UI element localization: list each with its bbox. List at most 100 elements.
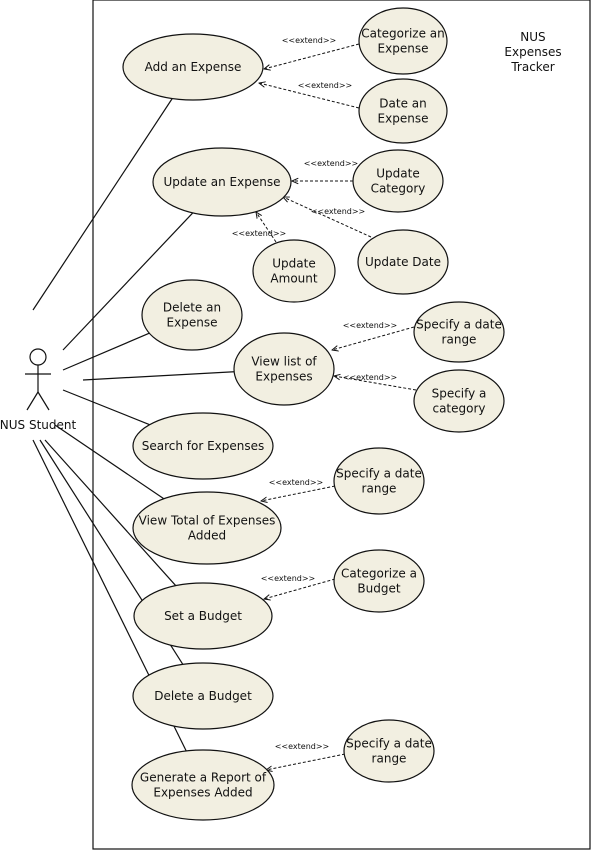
use-case-label: Set a Budget <box>164 609 242 623</box>
use-case-set-budget[interactable]: Set a Budget <box>133 582 273 650</box>
use-case-ellipse <box>358 78 448 144</box>
extend-label-cat_budget: <<extend>> <box>261 574 316 583</box>
use-case-update[interactable]: Update an Expense <box>152 147 292 217</box>
use-case-upd-date[interactable]: Update Date <box>357 229 449 295</box>
extend-arrow-upd_amt <box>256 212 277 243</box>
association-view_list <box>82 371 235 381</box>
use-case-ellipse <box>333 447 425 515</box>
extend-relations: <<extend>> <<extend>> <<extend>> <<extend>>… <box>232 36 417 770</box>
use-case-label: Categorize an <box>361 27 445 41</box>
association-update <box>62 212 194 351</box>
use-case-label: Expense <box>167 316 218 330</box>
actor-right-leg <box>37 391 50 411</box>
use-case-label: range <box>442 333 477 347</box>
extend-label-vt_date: <<extend>> <box>269 478 324 487</box>
use-case-label: Specify a date <box>416 318 502 332</box>
association-view_total <box>54 424 165 500</box>
system-title-line-1: NUS <box>520 30 545 44</box>
use-case-label: View list of <box>251 355 317 369</box>
extend-label-vl_cat: <<extend>> <box>343 373 398 382</box>
use-case-label: Expenses <box>255 370 312 384</box>
use-case-ellipse <box>333 549 425 613</box>
system-title-line-3: Tracker <box>510 60 554 74</box>
use-case-label: Update <box>272 257 315 271</box>
use-case-ellipse <box>413 301 505 363</box>
system-boundary <box>92 0 591 850</box>
association-search <box>62 389 150 426</box>
use-case-label: Expense <box>378 42 429 56</box>
use-case-ellipse <box>141 279 243 351</box>
use-case-ellipse <box>357 229 449 295</box>
use-case-ellipse <box>131 749 275 821</box>
use-case-label: Delete a Budget <box>154 689 252 703</box>
extend-label-upd_date: <<extend>> <box>311 207 366 216</box>
extend-arrow-vl_cat <box>334 376 417 391</box>
use-case-label: category <box>432 402 485 416</box>
actor-nus-student[interactable]: NUS Student <box>0 348 77 432</box>
extend-arrow-cat_exp <box>264 43 360 69</box>
use-case-label: Expenses Added <box>153 786 252 800</box>
use-case-add[interactable]: Add an Expense <box>122 33 264 101</box>
use-case-ellipse <box>152 147 292 217</box>
use-case-label: Delete an <box>163 301 221 315</box>
use-case-label: Update an Expense <box>164 175 281 189</box>
actor-left-leg <box>26 391 39 411</box>
use-case-ellipse <box>132 662 274 730</box>
use-case-label: Category <box>371 182 426 196</box>
extend-arrow-vl_date <box>332 326 415 350</box>
use-case-label: Budget <box>357 582 400 596</box>
use-case-ellipse <box>133 582 273 650</box>
use-case-ellipse <box>358 7 448 75</box>
extend-label-date_exp: <<extend>> <box>298 81 353 90</box>
system-title-line-2: Expenses <box>504 45 561 59</box>
extend-label-vl_date: <<extend>> <box>343 321 398 330</box>
use-case-del-budget[interactable]: Delete a Budget <box>132 662 274 730</box>
extend-label-upd_cat: <<extend>> <box>304 159 359 168</box>
use-case-search[interactable]: Search for Expenses <box>132 412 274 480</box>
use-case-label: Specify a date <box>336 467 422 481</box>
extend-label-upd_amt: <<extend>> <box>232 229 287 238</box>
association-set_budget <box>44 439 177 587</box>
association-delete <box>62 332 150 371</box>
extend-label-cat_exp: <<extend>> <box>282 36 337 45</box>
use-case-label: Added <box>188 529 226 543</box>
extend-arrow-date_exp <box>259 83 360 109</box>
use-case-ellipse <box>343 719 435 783</box>
extend-label-rp_date: <<extend>> <box>275 742 330 751</box>
use-case-label: Amount <box>270 272 317 286</box>
use-case-ellipse <box>413 369 505 433</box>
use-case-label: Expense <box>378 112 429 126</box>
use-case-label: Specify a <box>432 387 487 401</box>
actor-name: NUS Student <box>0 418 77 432</box>
use-case-label: View Total of Expenses <box>139 514 276 528</box>
association-add <box>32 98 173 311</box>
use-case-label: Categorize a <box>341 567 417 581</box>
use-case-label: Specify a date <box>346 737 432 751</box>
use-case-label: range <box>372 752 407 766</box>
use-case-ellipse <box>122 33 264 101</box>
use-case-label: Update <box>376 167 419 181</box>
use-case-ellipse <box>132 491 282 565</box>
use-case-ellipse <box>252 239 336 303</box>
use-case-label: Update Date <box>365 255 441 269</box>
use-case-label: Add an Expense <box>145 60 242 74</box>
use-case-ellipse <box>132 412 274 480</box>
use-case-label: range <box>362 482 397 496</box>
use-case-label: Search for Expenses <box>142 439 265 453</box>
use-case-label: Date an <box>379 97 426 111</box>
